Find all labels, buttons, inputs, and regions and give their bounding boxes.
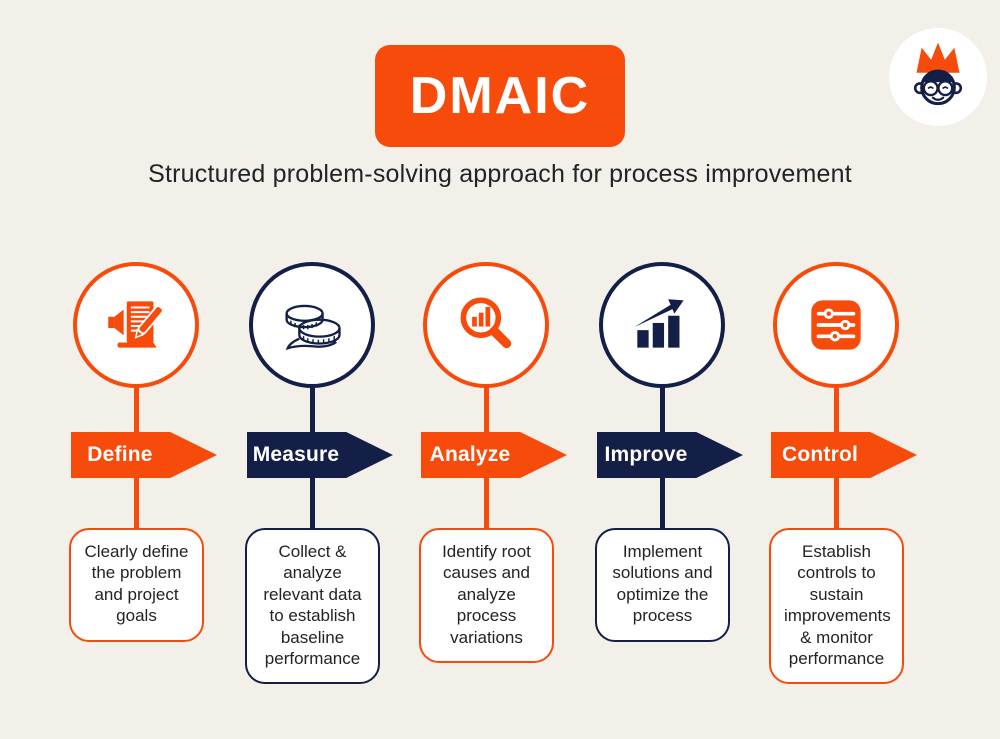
tape-measure-icon <box>285 304 341 351</box>
step-description: Establish controls to sustain improvemen… <box>784 542 891 669</box>
brand-logo <box>889 28 987 126</box>
step-column-measure: Measure Collect & analyze relevant data … <box>240 262 393 732</box>
improve-description-box: Implement solutions and optimize the pro… <box>595 528 730 642</box>
step-column-control: Control Establish controls to sustain im… <box>764 262 917 732</box>
step-column-define: Define Clearly define the problem and pr… <box>64 262 217 732</box>
analyze-icon-circle <box>423 262 549 388</box>
improve-icon-circle <box>599 262 725 388</box>
control-icon-circle <box>773 262 899 388</box>
analyze-arrow-label: Analyze <box>421 432 567 478</box>
step-description: Identify root causes and analyze process… <box>442 542 531 647</box>
sliders-icon <box>811 300 861 350</box>
step-label: Control <box>781 443 859 466</box>
page-subtitle: Structured problem-solving approach for … <box>148 160 852 188</box>
step-description: Collect & analyze relevant data to estab… <box>263 542 362 669</box>
step-label: Measure <box>252 443 340 466</box>
improve-arrow-label: Improve <box>597 432 743 478</box>
page-title: DMAIC <box>409 67 591 125</box>
step-column-analyze: Analyze Identify root causes and analyze… <box>414 262 567 732</box>
step-label: Define <box>87 443 153 466</box>
define-icon-circle <box>73 262 199 388</box>
growth-chart-arrow-icon <box>634 299 684 348</box>
step-description: Clearly define the problem and project g… <box>84 542 189 626</box>
step-label: Analyze <box>429 443 511 466</box>
analyze-description-box: Identify root causes and analyze process… <box>419 528 554 664</box>
step-column-improve: Improve Implement solutions and optimize… <box>590 262 743 732</box>
measure-arrow-label: Measure <box>247 432 393 478</box>
define-arrow-label: Define <box>71 432 217 478</box>
measure-icon-circle <box>249 262 375 388</box>
step-label: Improve <box>604 443 688 466</box>
step-description: Implement solutions and optimize the pro… <box>612 542 713 626</box>
define-description-box: Clearly define the problem and project g… <box>69 528 204 642</box>
measure-description-box: Collect & analyze relevant data to estab… <box>245 528 380 685</box>
mascot-crown-icon <box>913 42 963 106</box>
title-badge: DMAIC <box>375 45 625 147</box>
magnifier-bar-chart-icon <box>460 297 512 349</box>
control-arrow-label: Control <box>771 432 917 478</box>
control-description-box: Establish controls to sustain improvemen… <box>769 528 904 685</box>
document-pen-announcement-icon <box>108 301 164 348</box>
